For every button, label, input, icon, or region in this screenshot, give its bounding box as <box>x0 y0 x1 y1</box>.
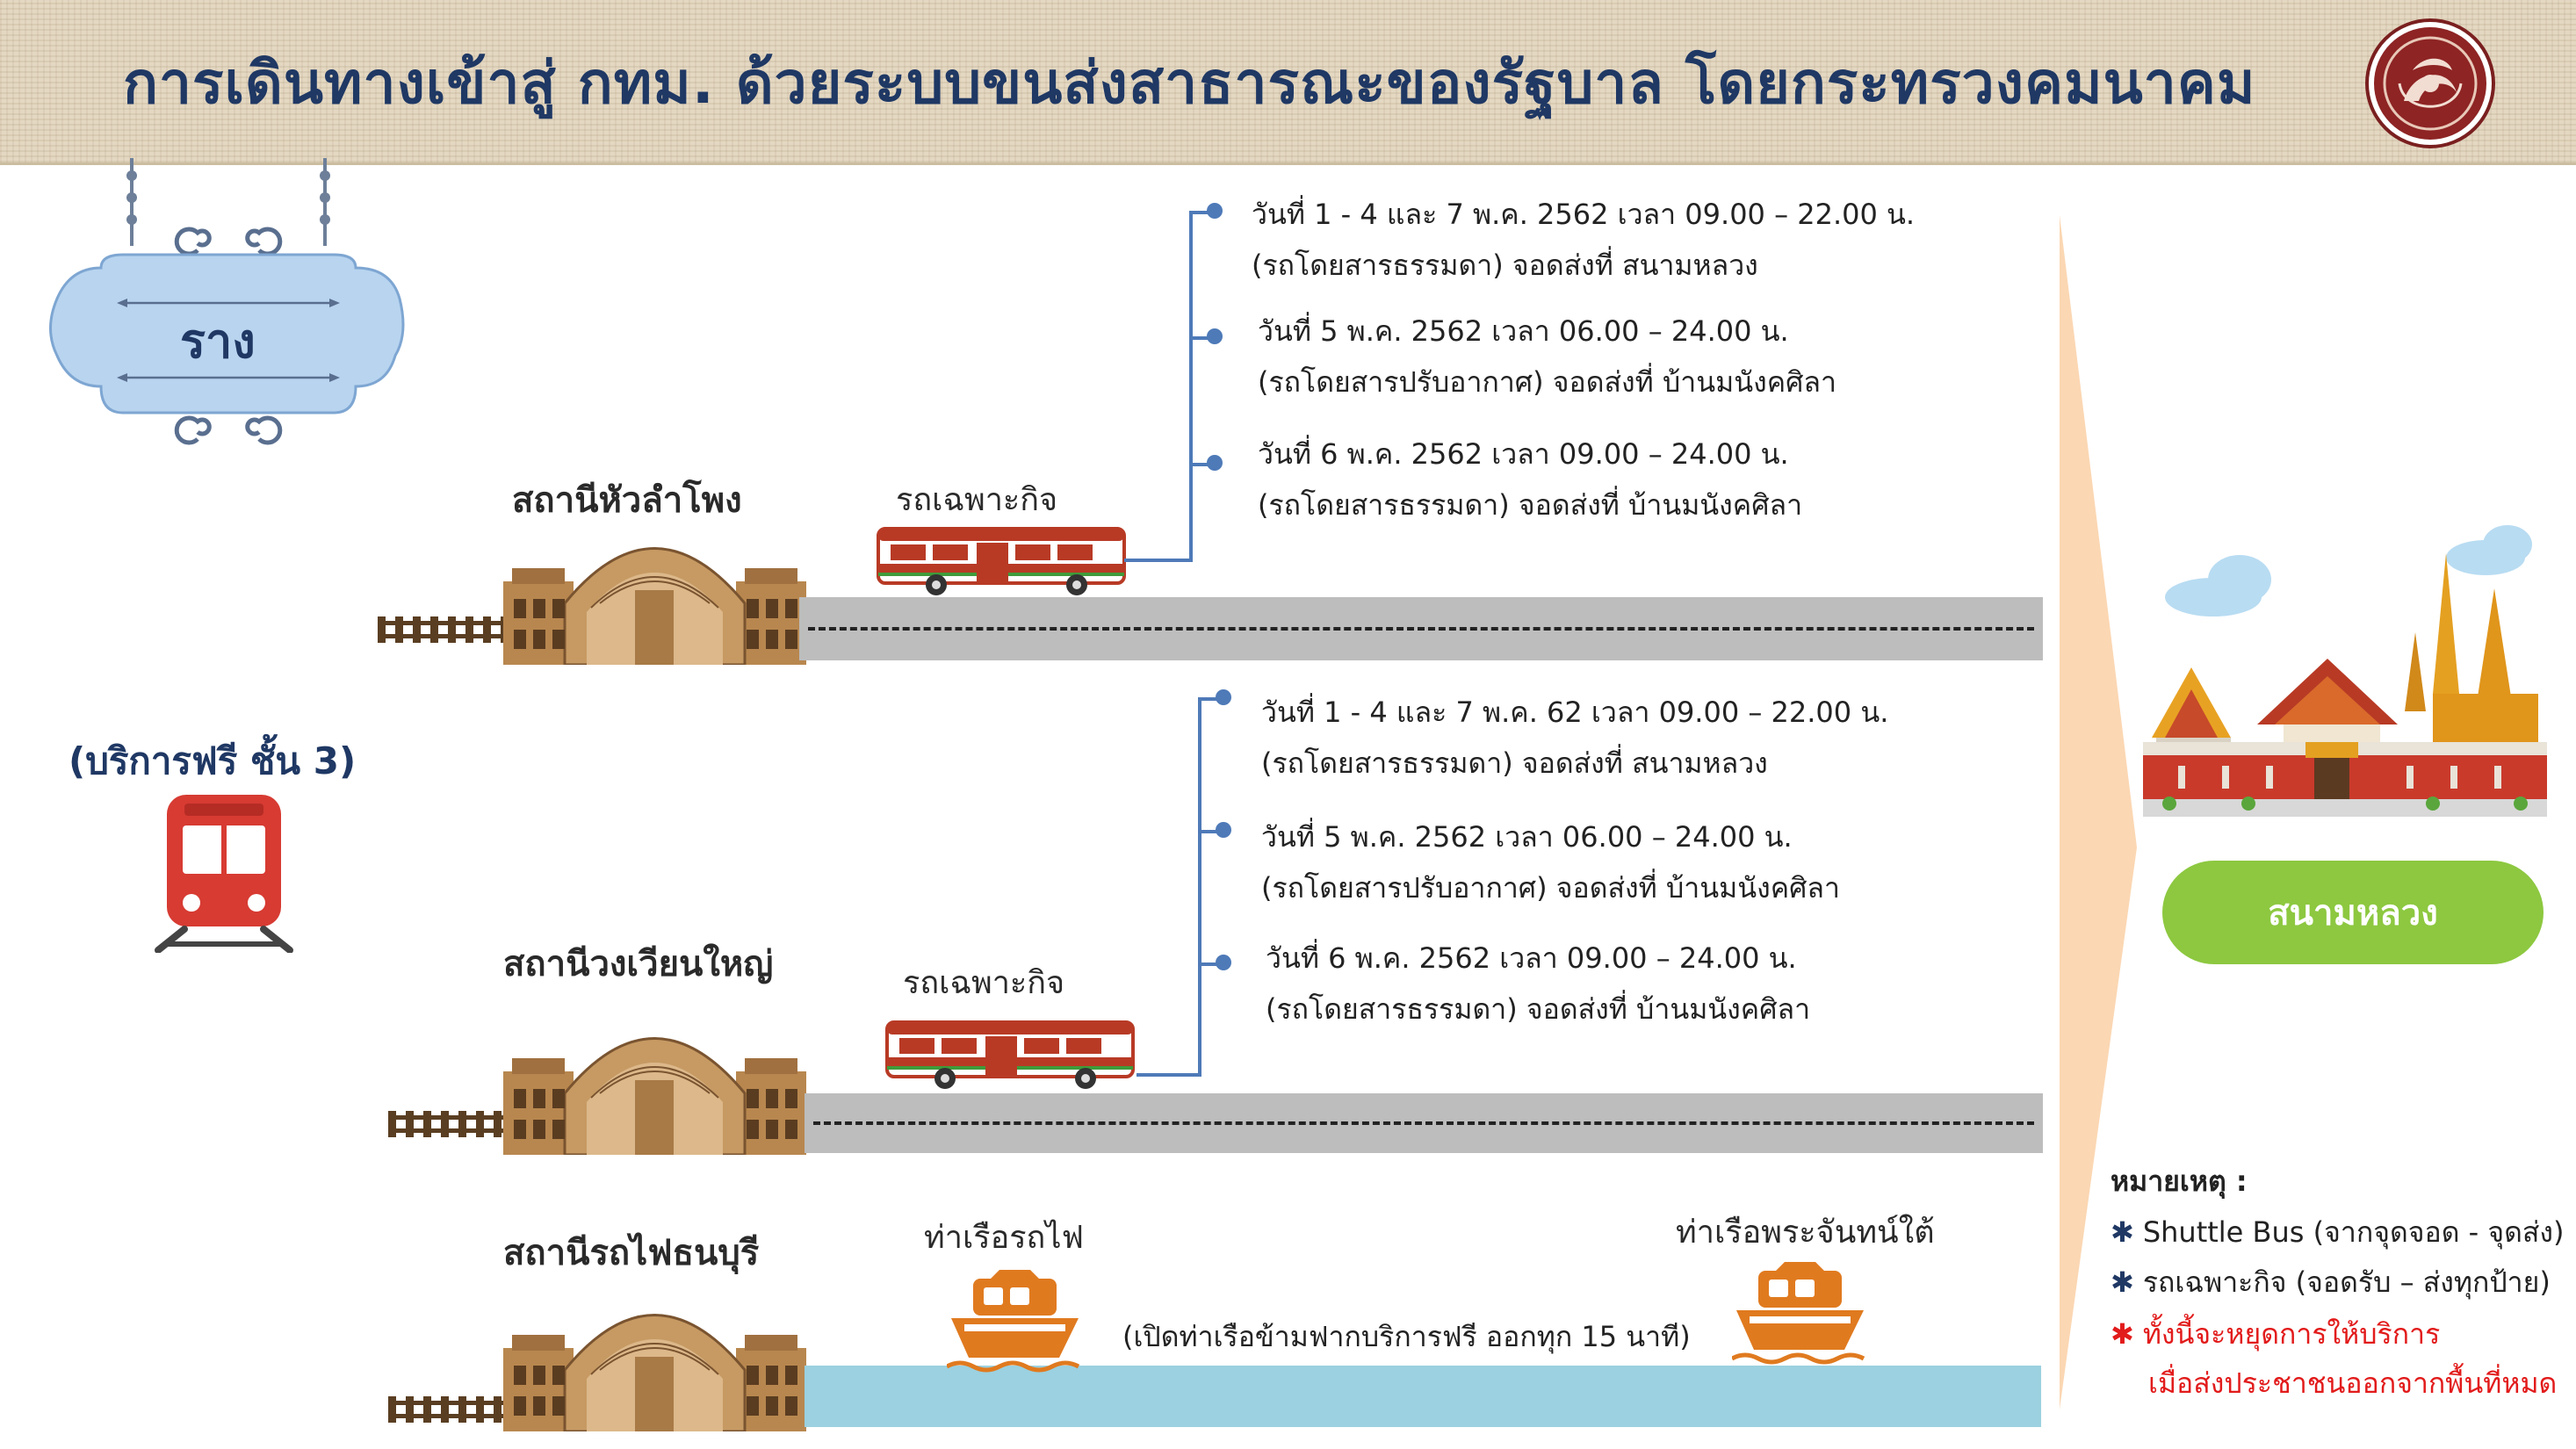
note-item: ✱รถเฉพาะกิจ (จอดรับ – ส่งทุกป้าย) <box>2111 1260 2551 1305</box>
schedule-dot <box>1216 955 1231 970</box>
station-label-hua-lamphong: สถานีหัวลำโพง <box>512 480 742 521</box>
shuttle-label-row2: รถเฉพาะกิจ <box>903 965 1065 1001</box>
connector-branch-row2 <box>1136 1073 1201 1077</box>
asterisk-icon: ✱ <box>2111 1265 2134 1299</box>
connector-branch-row1 <box>1124 559 1193 562</box>
schedule-date: วันที่ 1 - 4 และ 7 พ.ค. 2562 เวลา 09.00 … <box>1252 198 1916 231</box>
note-item-warning: เมื่อส่งประชาชนออกจากพื้นที่หมด <box>2148 1361 2557 1406</box>
schedule-date: วันที่ 6 พ.ค. 2562 เวลา 09.00 – 24.00 น. <box>1258 437 1789 471</box>
pier-label-railway: ท่าเรือรถไฟ <box>924 1220 1084 1256</box>
schedule-dot <box>1216 822 1231 838</box>
schedule-date: วันที่ 5 พ.ค. 2562 เวลา 06.00 – 24.00 น. <box>1258 314 1789 348</box>
schedule-entry: วันที่ 6 พ.ค. 2562 เวลา 09.00 – 24.00 น.… <box>1266 933 1810 1034</box>
schedule-stop: (รถโดยสารธรรมดา) จอดส่งที่ สนามหลวง <box>1252 249 1758 282</box>
schedule-stop: (รถโดยสารปรับอากาศ) จอดส่งที่ บ้านมนังคศ… <box>1258 365 1836 399</box>
schedule-stop: (รถโดยสารธรรมดา) จอดส่งที่ บ้านมนังคศิลา <box>1266 992 1811 1026</box>
station-building-icon <box>503 1314 806 1431</box>
connector-tick <box>1198 697 1226 701</box>
schedule-entry: วันที่ 5 พ.ค. 2562 เวลา 06.00 – 24.00 น.… <box>1258 306 1836 407</box>
asterisk-icon: ✱ <box>2111 1215 2134 1249</box>
bus-icon <box>877 527 1126 595</box>
note-text: Shuttle Bus (จากจุดจอด - จุดส่ง) <box>2142 1215 2565 1249</box>
station-building-icon <box>503 1037 806 1155</box>
ferry-icon <box>947 1270 1080 1373</box>
station-label-thonburi: สถานีรถไฟธนบุรี <box>503 1233 760 1273</box>
header-banner <box>0 0 2576 165</box>
bus-icon <box>885 1020 1135 1089</box>
schedule-stop: (รถโดยสารปรับอากาศ) จอดส่งที่ บ้านมนังคศ… <box>1261 871 1840 905</box>
connector-tick <box>1198 830 1226 833</box>
schedule-entry: วันที่ 1 - 4 และ 7 พ.ค. 62 เวลา 09.00 – … <box>1261 687 1888 789</box>
train-icon <box>155 795 293 953</box>
schedule-date: วันที่ 1 - 4 และ 7 พ.ค. 62 เวลา 09.00 – … <box>1261 696 1889 729</box>
note-text: ทั้งนี้จะหยุดการให้บริการ <box>2142 1317 2441 1351</box>
rail-tracks-row1 <box>378 616 527 643</box>
ministry-seal-logo <box>2365 18 2495 148</box>
connector-line-row1 <box>1189 211 1193 562</box>
ferry-note: (เปิดท่าเรือข้ามฟากบริการฟรี ออกทุก 15 น… <box>1122 1320 1691 1353</box>
note-item-warning: ✱ทั้งนี้จะหยุดการให้บริการ <box>2111 1312 2440 1357</box>
direction-arrow <box>2060 215 2137 1409</box>
note-item: ✱Shuttle Bus (จากจุดจอด - จุดส่ง) <box>2111 1210 2565 1255</box>
connector-tick <box>1198 962 1226 966</box>
notes-title: หมายเหตุ : <box>2111 1164 2248 1198</box>
ferry-icon <box>1732 1262 1865 1365</box>
shuttle-label-row1: รถเฉพาะกิจ <box>896 482 1058 518</box>
note-text: เมื่อส่งประชาชนออกจากพื้นที่หมด <box>2148 1366 2558 1400</box>
river-row3 <box>805 1366 2041 1427</box>
schedule-dot <box>1207 203 1223 219</box>
rail-sign-label: ราง <box>180 314 256 369</box>
station-building-icon <box>503 547 806 665</box>
destination-sanam-luang-button[interactable]: สนามหลวง <box>2162 861 2544 964</box>
schedule-dot <box>1207 328 1223 344</box>
page-title: การเดินทางเข้าสู่ กทม. ด้วยระบบขนส่งสาธา… <box>123 49 2256 117</box>
schedule-date: วันที่ 5 พ.ค. 2562 เวลา 06.00 – 24.00 น. <box>1261 820 1793 854</box>
connector-tick <box>1189 211 1217 214</box>
schedule-dot <box>1216 689 1231 705</box>
schedule-stop: (รถโดยสารธรรมดา) จอดส่งที่ บ้านมนังคศิลา <box>1258 488 1803 522</box>
schedule-entry: วันที่ 6 พ.ค. 2562 เวลา 09.00 – 24.00 น.… <box>1258 429 1802 530</box>
connector-tick <box>1189 463 1217 466</box>
schedule-dot <box>1207 455 1223 471</box>
schedule-entry: วันที่ 1 - 4 และ 7 พ.ค. 2562 เวลา 09.00 … <box>1252 189 1915 291</box>
free-service-label: (บริการฟรี ชั้น 3) <box>69 739 357 782</box>
schedule-date: วันที่ 6 พ.ค. 2562 เวลา 09.00 – 24.00 น. <box>1266 941 1797 975</box>
station-label-wongwian-yai: สถานีวงเวียนใหญ่ <box>503 944 774 984</box>
grand-palace-illustration <box>2143 525 2547 817</box>
rail-hanging-sign <box>49 158 405 445</box>
connector-line-row2 <box>1198 697 1201 1077</box>
schedule-entry: วันที่ 5 พ.ค. 2562 เวลา 06.00 – 24.00 น.… <box>1261 811 1840 913</box>
road-row2 <box>805 1093 2043 1153</box>
pier-label-phra-chan-tai: ท่าเรือพระจันทน์ใต้ <box>1676 1215 1935 1251</box>
note-text: รถเฉพาะกิจ (จอดรับ – ส่งทุกป้าย) <box>2142 1265 2551 1299</box>
connector-tick <box>1189 336 1217 340</box>
asterisk-icon: ✱ <box>2111 1317 2134 1351</box>
schedule-stop: (รถโดยสารธรรมดา) จอดส่งที่ สนามหลวง <box>1261 746 1768 780</box>
road-row1 <box>799 597 2043 660</box>
